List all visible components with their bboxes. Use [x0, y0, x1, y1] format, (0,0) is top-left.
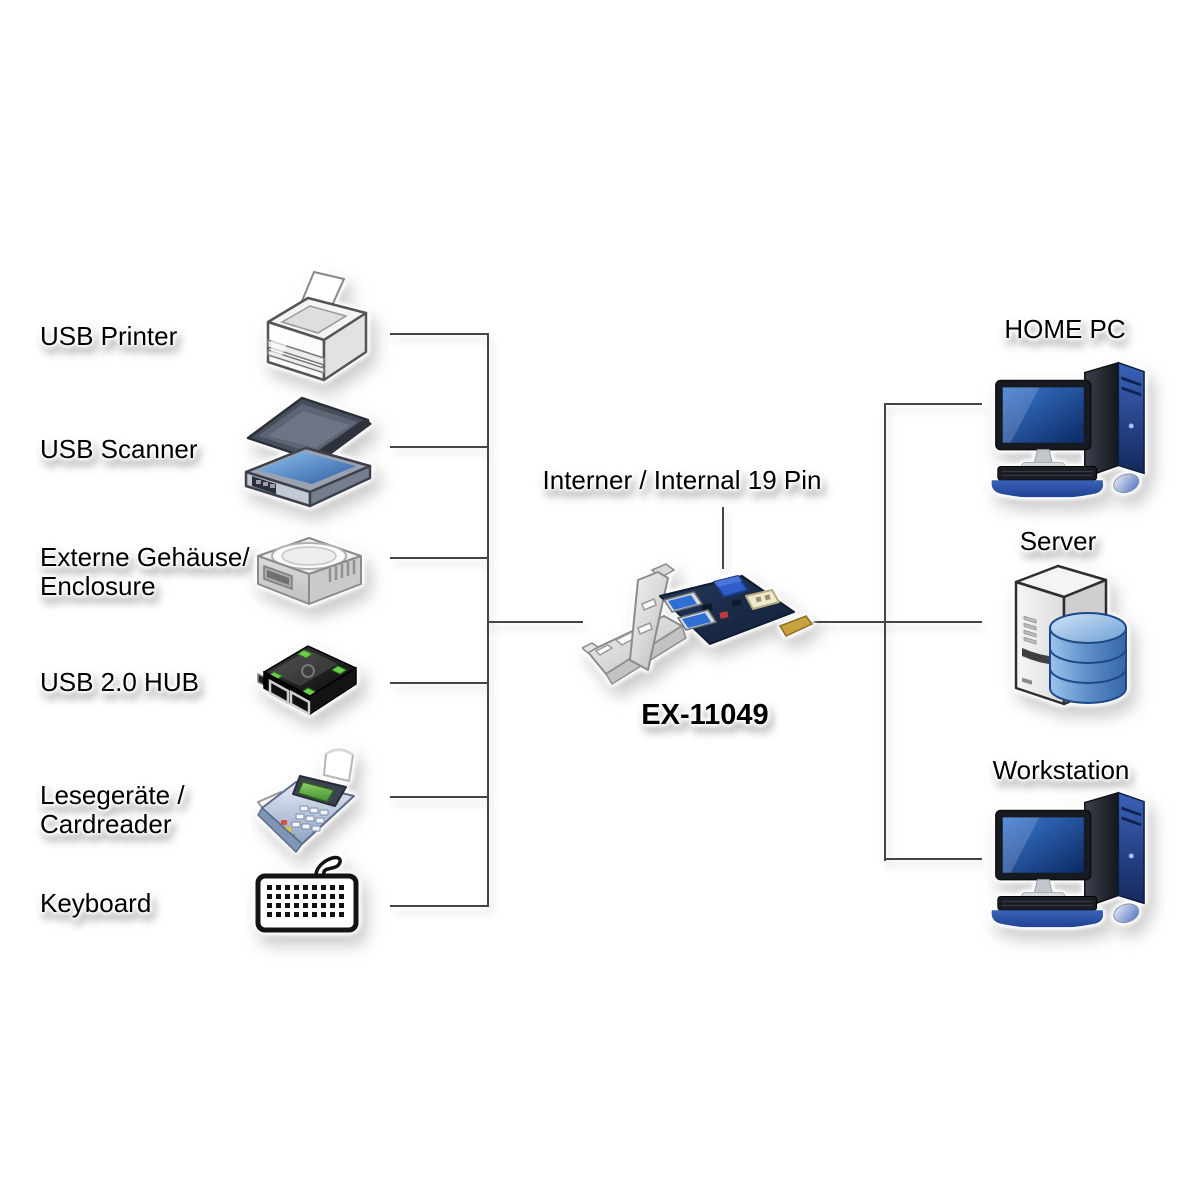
label-product-code: EX-11049	[641, 701, 768, 730]
label-server: Server	[1020, 527, 1097, 556]
keyboard-icon	[250, 846, 365, 943]
branch-line-hub	[390, 682, 488, 684]
label-workstation: Workstation	[993, 756, 1130, 785]
label-line: Keyboard	[40, 888, 152, 918]
branch-line-workstation	[884, 858, 982, 860]
label-line: Externe Gehäuse/	[40, 542, 250, 572]
usb-hub-icon	[254, 628, 370, 732]
printer-icon	[252, 266, 376, 390]
label-internal-19pin: Interner / Internal 19 Pin	[543, 466, 822, 495]
trunk-line-right	[884, 403, 886, 861]
label-line: USB 2.0 HUB	[40, 667, 199, 697]
full-height-bracket	[629, 563, 676, 671]
branch-line-enclosure	[390, 557, 488, 559]
label-usb-scanner: USB Scanner	[40, 435, 198, 464]
label-line: Lesegeräte /	[40, 780, 185, 810]
label-line: HOME PC	[1004, 314, 1126, 344]
card-left-connector-line	[487, 621, 583, 623]
pcie-usb3-card-image	[582, 552, 822, 700]
label-line: Server	[1019, 526, 1097, 556]
label-line: Cardreader	[40, 809, 172, 839]
scanner-icon	[240, 386, 378, 522]
label-line: Interner / Internal 19 Pin	[542, 465, 822, 495]
label-line: USB Scanner	[40, 434, 198, 464]
label-line: EX-11049	[641, 699, 769, 731]
label-home-pc: HOME PC	[1004, 315, 1125, 344]
branch-line-cardreader	[390, 796, 488, 798]
desktop-pc-icon	[982, 776, 1150, 928]
card-right-connector-line	[805, 621, 982, 623]
label-usb2-hub: USB 2.0 HUB	[40, 668, 199, 697]
server-icon	[988, 550, 1138, 718]
branch-line-scanner	[390, 446, 488, 448]
power-connector	[745, 589, 780, 610]
label-line: Enclosure	[40, 571, 156, 601]
usb3-ports	[662, 591, 718, 631]
label-line: USB Printer	[40, 321, 178, 351]
trunk-line-left	[487, 333, 489, 907]
cardreader-icon	[248, 744, 378, 860]
hdd-enclosure-icon	[250, 522, 370, 618]
branch-line-printer	[390, 333, 488, 335]
19pin-header	[713, 575, 749, 598]
branch-line-homepc	[884, 403, 982, 405]
desktop-pc-icon	[982, 346, 1150, 498]
label-line: Workstation	[992, 755, 1130, 785]
label-external-enclosure: Externe Gehäuse/ Enclosure	[40, 543, 250, 601]
pcie-edge	[778, 615, 814, 637]
label-cardreader: Lesegeräte / Cardreader	[40, 781, 185, 839]
label-usb-printer: USB Printer	[40, 322, 177, 351]
label-keyboard: Keyboard	[40, 889, 151, 918]
pin-header-pointer-line	[722, 507, 724, 569]
branch-line-keyboard	[390, 905, 488, 907]
database-cylinder	[1049, 612, 1127, 704]
